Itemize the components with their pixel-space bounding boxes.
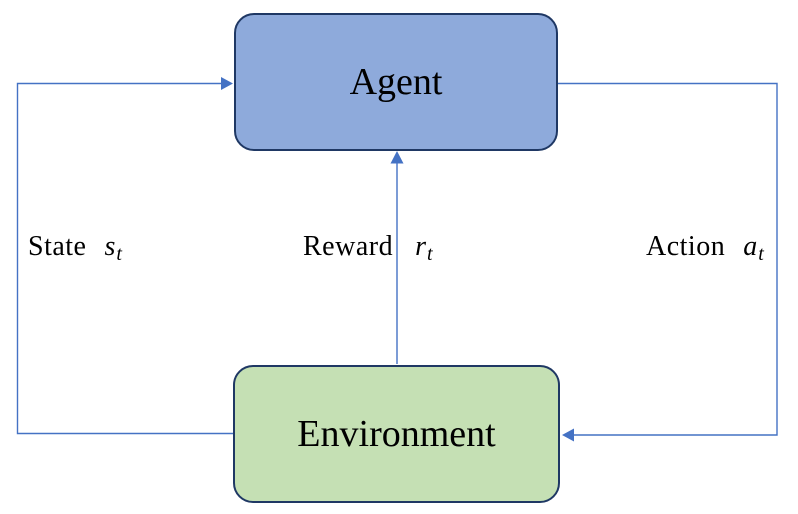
- environment-node-label: Environment: [297, 413, 496, 455]
- arrowhead-left-icon: [562, 428, 574, 442]
- action-label-word: Action: [646, 231, 726, 262]
- agent-node-label: Agent: [349, 61, 443, 103]
- state-arrow-line: [16, 82, 233, 435]
- action-symbol: at: [743, 231, 764, 265]
- arrowhead-right-icon: [221, 77, 233, 90]
- action-edge-label: Action at: [646, 231, 764, 265]
- reward-symbol: rt: [415, 231, 433, 265]
- environment-node: Environment: [233, 365, 560, 503]
- state-label-word: State: [28, 231, 87, 262]
- state-edge-label: State st: [28, 231, 122, 265]
- arrowhead-up-icon: [390, 151, 404, 164]
- agent-node: Agent: [234, 13, 558, 151]
- reward-edge-label: Reward rt: [303, 231, 433, 265]
- state-symbol: st: [104, 231, 122, 265]
- reward-label-word: Reward: [303, 231, 394, 262]
- action-arrow-line: [558, 82, 778, 436]
